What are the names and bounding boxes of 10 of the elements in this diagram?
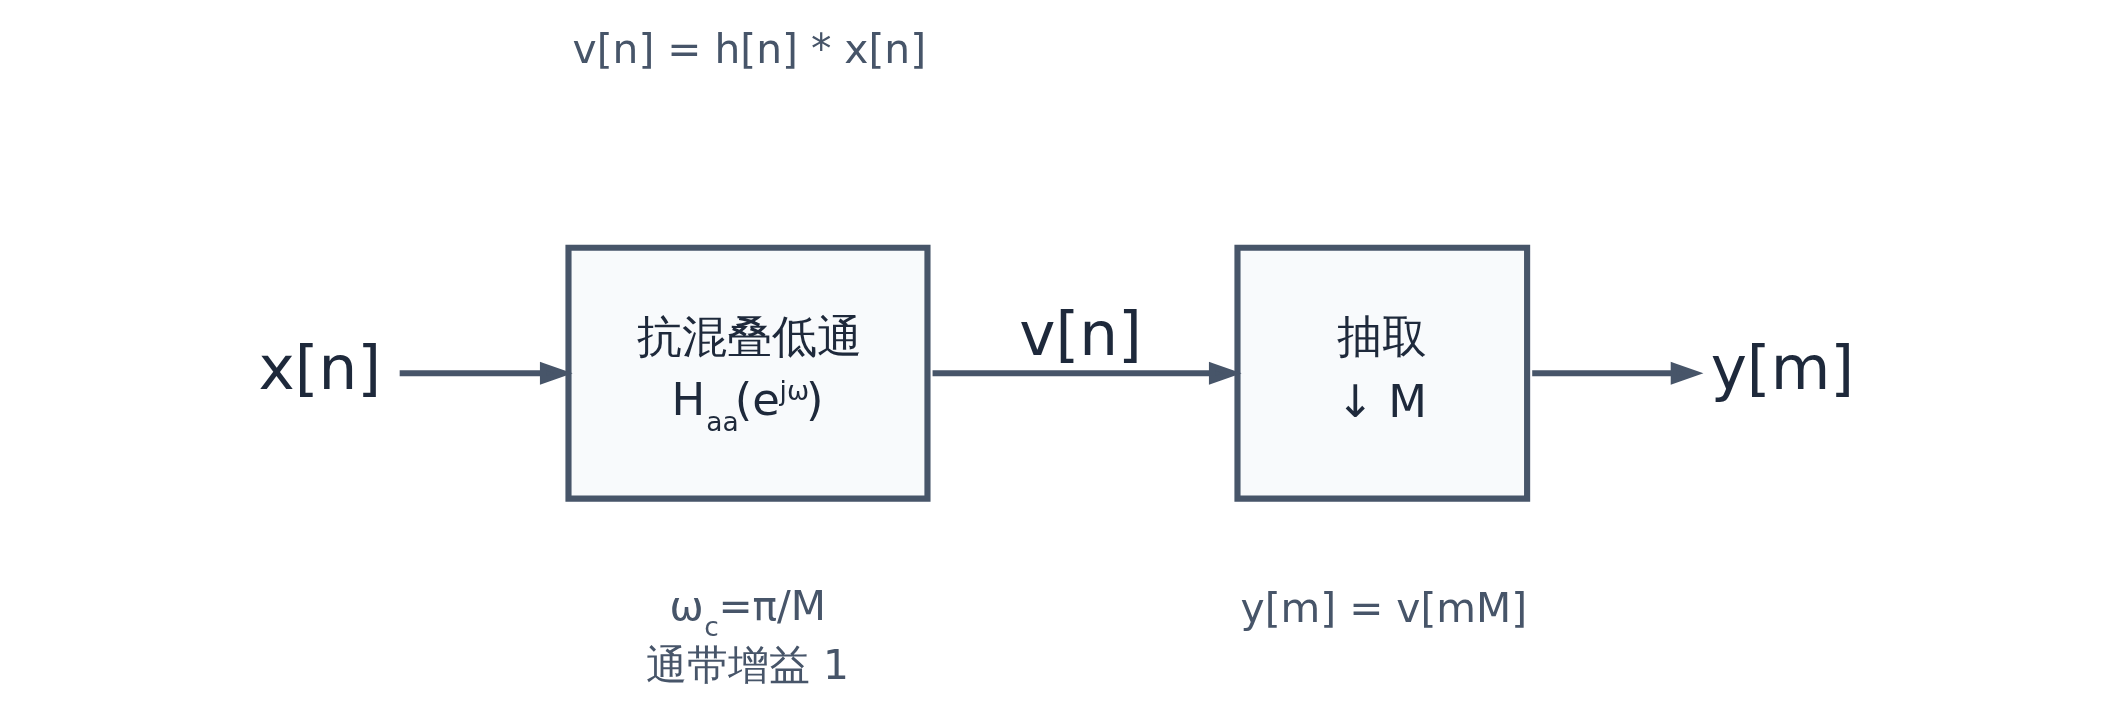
edge-label: v[n] xyxy=(1018,297,1142,369)
arrow xyxy=(932,361,1242,385)
arrow xyxy=(399,361,573,385)
node-text: y[m] xyxy=(1710,331,1854,403)
node-label: ω$_{c}$=π/M xyxy=(668,582,826,642)
node-text: x[n] xyxy=(257,331,381,403)
label: v[n] = h[n] * x[n] xyxy=(572,25,926,74)
node-label: 通带增益 1 xyxy=(645,641,849,690)
arrow xyxy=(1531,361,1703,385)
node-label: y[m] = v[mM] xyxy=(1240,584,1527,633)
